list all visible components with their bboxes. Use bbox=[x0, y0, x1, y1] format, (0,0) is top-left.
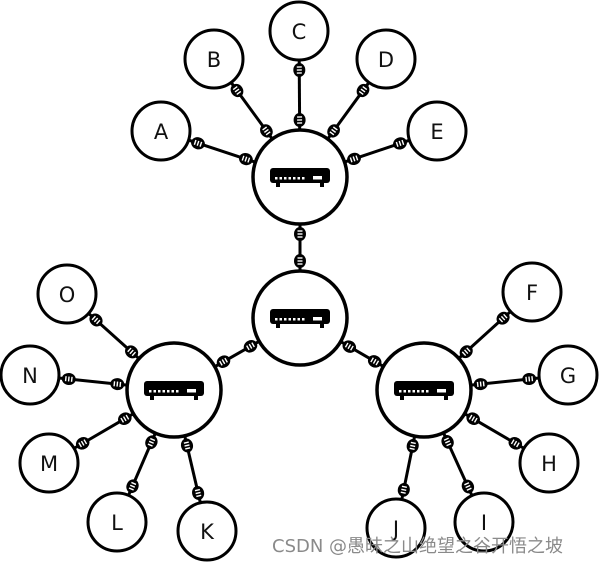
link-left-m-connector-start bbox=[118, 412, 132, 425]
node-i: I bbox=[453, 491, 515, 553]
node-j: J bbox=[365, 497, 427, 559]
switch-icon bbox=[270, 168, 330, 187]
node-c-label: C bbox=[292, 20, 307, 44]
link-left-n-connector-start bbox=[110, 378, 125, 391]
node-a-label: A bbox=[154, 120, 169, 144]
node-l: L bbox=[86, 491, 148, 553]
link-center-top-connector-start bbox=[294, 254, 306, 268]
connectors-layer bbox=[61, 63, 537, 500]
link-right-f-connector-end bbox=[496, 311, 510, 325]
node-b: B bbox=[183, 28, 245, 90]
link-top-a-connector-start bbox=[238, 152, 253, 166]
link-top-d-connector-start bbox=[327, 124, 340, 138]
link-left-m-connector-end bbox=[75, 437, 90, 450]
node-g: G bbox=[537, 344, 599, 406]
link-left-k-connector-end bbox=[192, 486, 205, 500]
link-center-left-connector-end bbox=[216, 355, 231, 368]
hub-center bbox=[251, 269, 349, 367]
link-top-e-connector-start bbox=[347, 152, 361, 166]
node-n: N bbox=[0, 344, 61, 406]
watermark: CSDN @愚昧之山绝望之谷开悟之坡 bbox=[272, 536, 564, 557]
link-center-right-connector-end bbox=[367, 355, 382, 368]
link-right-j-connector-start bbox=[406, 438, 419, 453]
node-a: A bbox=[130, 100, 192, 162]
node-k: K bbox=[176, 500, 238, 562]
node-i-label: I bbox=[481, 511, 487, 535]
link-right-g-connector-start bbox=[473, 378, 488, 391]
hub-left bbox=[125, 341, 223, 439]
node-f-label: F bbox=[526, 281, 538, 305]
link-top-c-connector-end bbox=[293, 63, 306, 77]
hubs-layer bbox=[125, 128, 473, 439]
link-center-top-connector-end bbox=[294, 227, 306, 241]
link-left-o-connector-start bbox=[125, 345, 139, 359]
node-n-label: N bbox=[22, 364, 38, 388]
node-f: F bbox=[501, 261, 563, 323]
switch-icon bbox=[270, 309, 330, 328]
link-right-i-connector-end bbox=[461, 479, 475, 494]
link-center-right-connector-start bbox=[342, 340, 357, 353]
switch-icon bbox=[394, 381, 454, 400]
node-h-label: H bbox=[541, 452, 557, 476]
node-b-label: B bbox=[207, 48, 221, 72]
link-left-n-connector-end bbox=[61, 372, 76, 386]
switch-icon bbox=[144, 381, 204, 400]
link-right-h-connector-start bbox=[466, 412, 480, 425]
node-g-label: G bbox=[560, 364, 576, 388]
node-e: E bbox=[406, 100, 468, 162]
node-k-label: K bbox=[200, 520, 215, 544]
link-left-l-connector-start bbox=[145, 435, 158, 450]
node-o: O bbox=[36, 263, 98, 325]
node-l-label: L bbox=[111, 511, 123, 535]
node-j-label: J bbox=[391, 517, 399, 541]
link-right-j-connector-end bbox=[397, 482, 410, 497]
link-right-g-connector-end bbox=[522, 372, 537, 386]
node-m-label: M bbox=[40, 452, 58, 476]
node-c: C bbox=[268, 0, 330, 62]
node-d-label: D bbox=[378, 48, 394, 72]
link-right-i-connector-start bbox=[441, 435, 454, 449]
node-m: M bbox=[18, 432, 80, 494]
link-top-c-connector-start bbox=[293, 113, 306, 127]
node-h: H bbox=[518, 432, 580, 494]
link-left-k-connector-start bbox=[180, 438, 194, 453]
link-left-o-connector-end bbox=[89, 313, 103, 327]
link-right-f-connector-start bbox=[459, 345, 473, 359]
link-left-l-connector-end bbox=[126, 479, 139, 494]
node-e-label: E bbox=[430, 120, 443, 144]
link-top-a-connector-end bbox=[191, 137, 205, 150]
hub-right bbox=[375, 341, 473, 439]
link-top-e-connector-end bbox=[393, 137, 407, 150]
link-center-left-connector-start bbox=[243, 340, 258, 353]
hub-top bbox=[251, 128, 349, 226]
link-right-h-connector-end bbox=[508, 437, 523, 450]
node-o-label: O bbox=[59, 283, 76, 307]
link-top-b-connector-end bbox=[230, 83, 244, 98]
link-top-b-connector-start bbox=[260, 124, 273, 138]
node-d: D bbox=[355, 28, 417, 90]
link-top-d-connector-end bbox=[356, 83, 370, 98]
